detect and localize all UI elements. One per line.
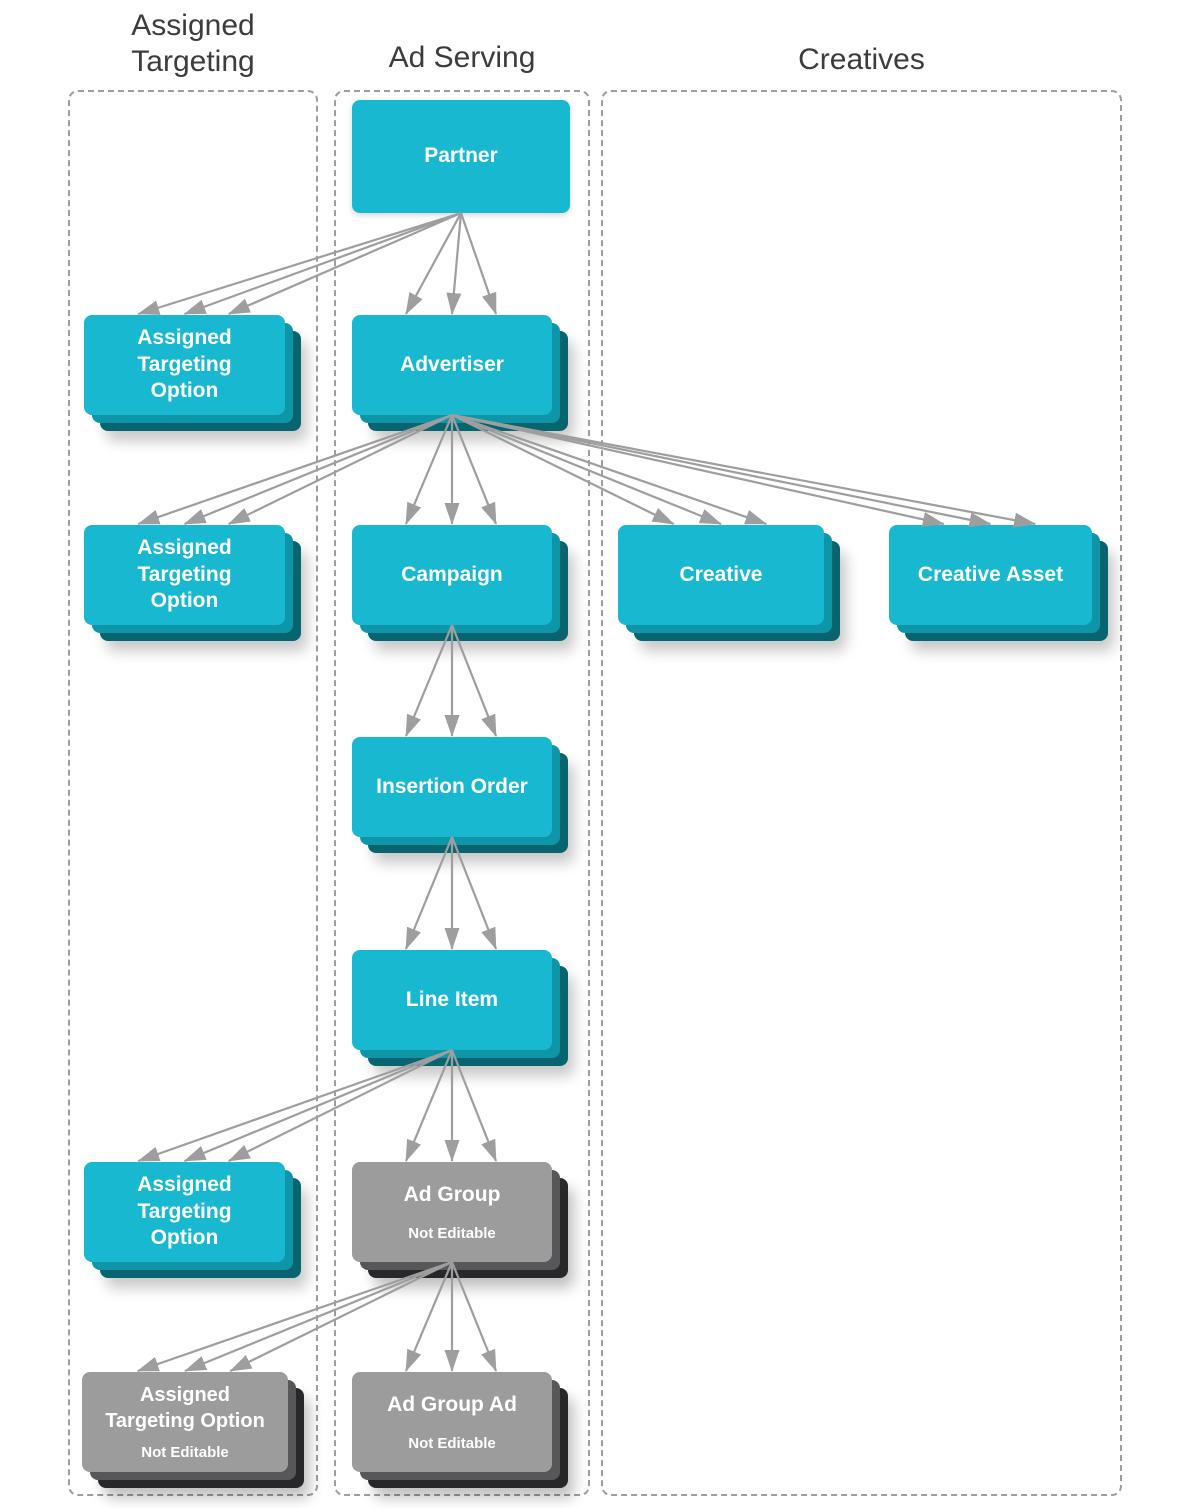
node-sublabel-not-editable: Not Editable [408,1434,496,1452]
node-ad-group-ad: Ad Group Ad Not Editable [352,1372,552,1472]
node-assigned-targeting-option-partner: Assigned Targeting Option [84,315,285,415]
node-insertion-order: Insertion Order [352,737,552,837]
node-label: Ad Group Ad [387,1393,517,1417]
node-assigned-targeting-option-ad-group: Assigned Targeting Option Not Editable [82,1372,288,1472]
node-line-item: Line Item [352,950,552,1050]
node-label: Creative [679,562,763,586]
node-creative: Creative [618,525,824,625]
node-label: Line Item [405,987,499,1011]
column-header-label: Assigned Targeting [131,9,255,78]
node-label: Assigned Targeting Option [137,535,232,613]
node-creative-asset: Creative Asset [889,525,1092,625]
node-label: Campaign [401,562,503,586]
node-label: Assigned Targeting Option [105,1383,265,1432]
column-header-assigned-targeting: Assigned Targeting [68,8,318,80]
node-label: Advertiser [400,352,504,376]
node-label: Insertion Order [376,774,528,798]
column-header-creatives: Creatives [798,43,925,76]
node-campaign: Campaign [352,525,552,625]
assigned-targeting-container [68,90,318,1496]
node-assigned-targeting-option-line-item: Assigned Targeting Option [84,1162,285,1262]
node-label: Ad Group [403,1183,501,1207]
node-advertiser: Advertiser [352,315,552,415]
ad-serving-container [334,90,590,1496]
node-sublabel-not-editable: Not Editable [408,1224,496,1242]
column-header-ad-serving: Ad Serving [388,41,536,74]
node-assigned-targeting-option-advertiser: Assigned Targeting Option [84,525,285,625]
node-label: Assigned Targeting Option [137,1172,232,1250]
creatives-container [601,90,1122,1496]
node-label: Partner [424,144,498,168]
node-label: Assigned Targeting Option [137,325,232,403]
node-partner: Partner [352,100,570,213]
node-label: Creative Asset [917,562,1064,586]
node-sublabel-not-editable: Not Editable [141,1444,229,1462]
node-ad-group: Ad Group Not Editable [352,1162,552,1262]
